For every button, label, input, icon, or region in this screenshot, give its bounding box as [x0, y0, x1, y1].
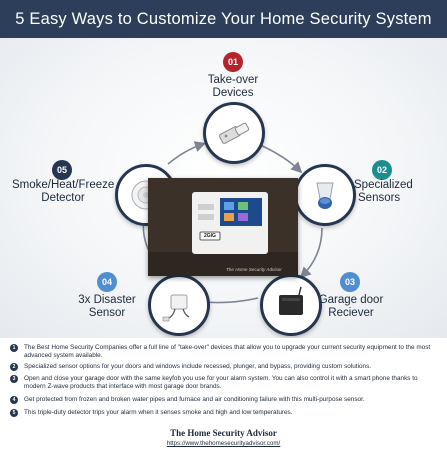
bullet-number: 1 — [10, 344, 18, 352]
list-item: 3 Open and close your garage door with t… — [10, 375, 435, 392]
list-item: 1 The Best Home Security Companies offer… — [10, 344, 435, 361]
note-text: This triple-duty detector trips your ala… — [24, 409, 293, 416]
footer: The Home Security Advisor https://www.th… — [0, 428, 447, 447]
specialized-sensor-icon — [316, 182, 334, 209]
note-text: Specialized sensor options for your door… — [24, 363, 372, 370]
note-text: The Best Home Security Companies offer a… — [24, 344, 431, 360]
arrow-05-to-01 — [167, 141, 207, 165]
page-title: 5 Easy Ways to Customize Your Home Secur… — [15, 9, 432, 28]
bullet-number: 2 — [10, 363, 18, 371]
list-item: 5 This triple-duty detector trips your a… — [10, 409, 435, 417]
footer-brand: The Home Security Advisor — [170, 428, 277, 438]
bullet-number: 3 — [10, 375, 18, 383]
notes-list: 1 The Best Home Security Companies offer… — [0, 338, 447, 460]
takeover-device-icon — [219, 122, 250, 144]
step-circle-02 — [294, 164, 356, 226]
disaster-sensor-icon — [162, 294, 190, 322]
step-circle-01 — [203, 102, 265, 164]
garage-door-receiver-icon — [279, 286, 303, 315]
arrow-02-to-03 — [299, 227, 323, 279]
step-circle-04 — [148, 274, 210, 336]
step-number-04: 04 — [97, 272, 117, 292]
photo-caption: The Home Security Advisor — [226, 267, 282, 272]
footer-url-link[interactable]: https://www.thehomesecurityadvisor.com/ — [166, 440, 281, 447]
step-number-01: 01 — [223, 52, 243, 72]
photo-brand-tag: 2GIG — [204, 233, 216, 239]
note-text: Get protected from frozen and broken wat… — [24, 396, 365, 403]
step-circle-03 — [260, 274, 322, 336]
list-item: 2 Specialized sensor options for your do… — [10, 363, 435, 371]
bullet-number: 4 — [10, 396, 18, 404]
center-product-photo: 2GIG The Home Security Advisor — [148, 178, 298, 276]
list-item: 4 Get protected from frozen and broken w… — [10, 396, 435, 404]
arrow-01-to-02 — [257, 143, 303, 174]
alarm-panel-image — [148, 178, 298, 276]
note-text: Open and close your garage door with the… — [24, 375, 418, 391]
step-number-05: 05 — [52, 160, 72, 180]
step-number-02: 02 — [372, 160, 392, 180]
title-bar: 5 Easy Ways to Customize Your Home Secur… — [0, 0, 447, 38]
bullet-number: 5 — [10, 409, 18, 417]
step-number-03: 03 — [340, 272, 360, 292]
